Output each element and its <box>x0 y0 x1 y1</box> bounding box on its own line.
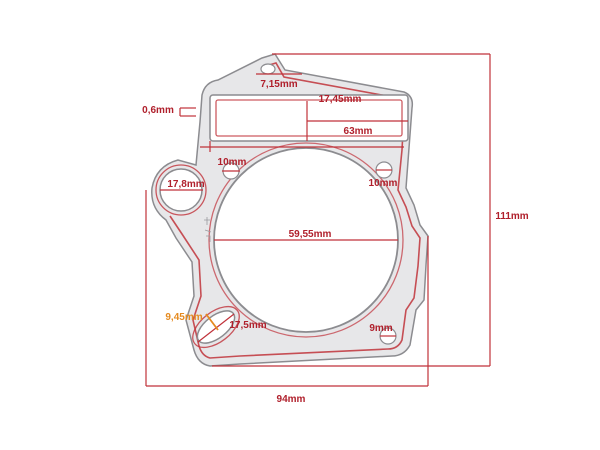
dimension-lines <box>145 53 491 387</box>
lower-hole-width-dim-line <box>205 313 219 331</box>
label-overall-width: 94mm <box>277 394 306 405</box>
label-top-slot-length: 7,15mm <box>260 79 297 90</box>
label-plate-thickness: 0,6mm <box>142 105 174 116</box>
label-bore-diameter: 59,55mm <box>289 229 332 240</box>
cylinder-bore-bead <box>208 142 404 338</box>
top-slot-window <box>209 94 409 142</box>
label-slot-span: 63mm <box>344 126 373 137</box>
label-small-hole-right: 10mm <box>369 178 398 189</box>
label-dowel-hole: 17,8mm <box>167 179 204 190</box>
label-overall-height: 111mm <box>495 211 528 222</box>
label-small-hole-left: 10mm <box>218 157 247 168</box>
stamped-marking <box>204 217 212 242</box>
dowel-hole-bead <box>155 164 207 216</box>
label-bottom-right-hole: 9mm <box>369 323 392 334</box>
label-slot-width: 17,45mm <box>319 94 362 105</box>
small-hole-upper <box>260 63 276 75</box>
top-slot-bead <box>215 99 403 137</box>
label-lower-hole-width: 9,45mm <box>165 312 202 323</box>
label-lower-hole-length: 17,5mm <box>229 320 266 331</box>
